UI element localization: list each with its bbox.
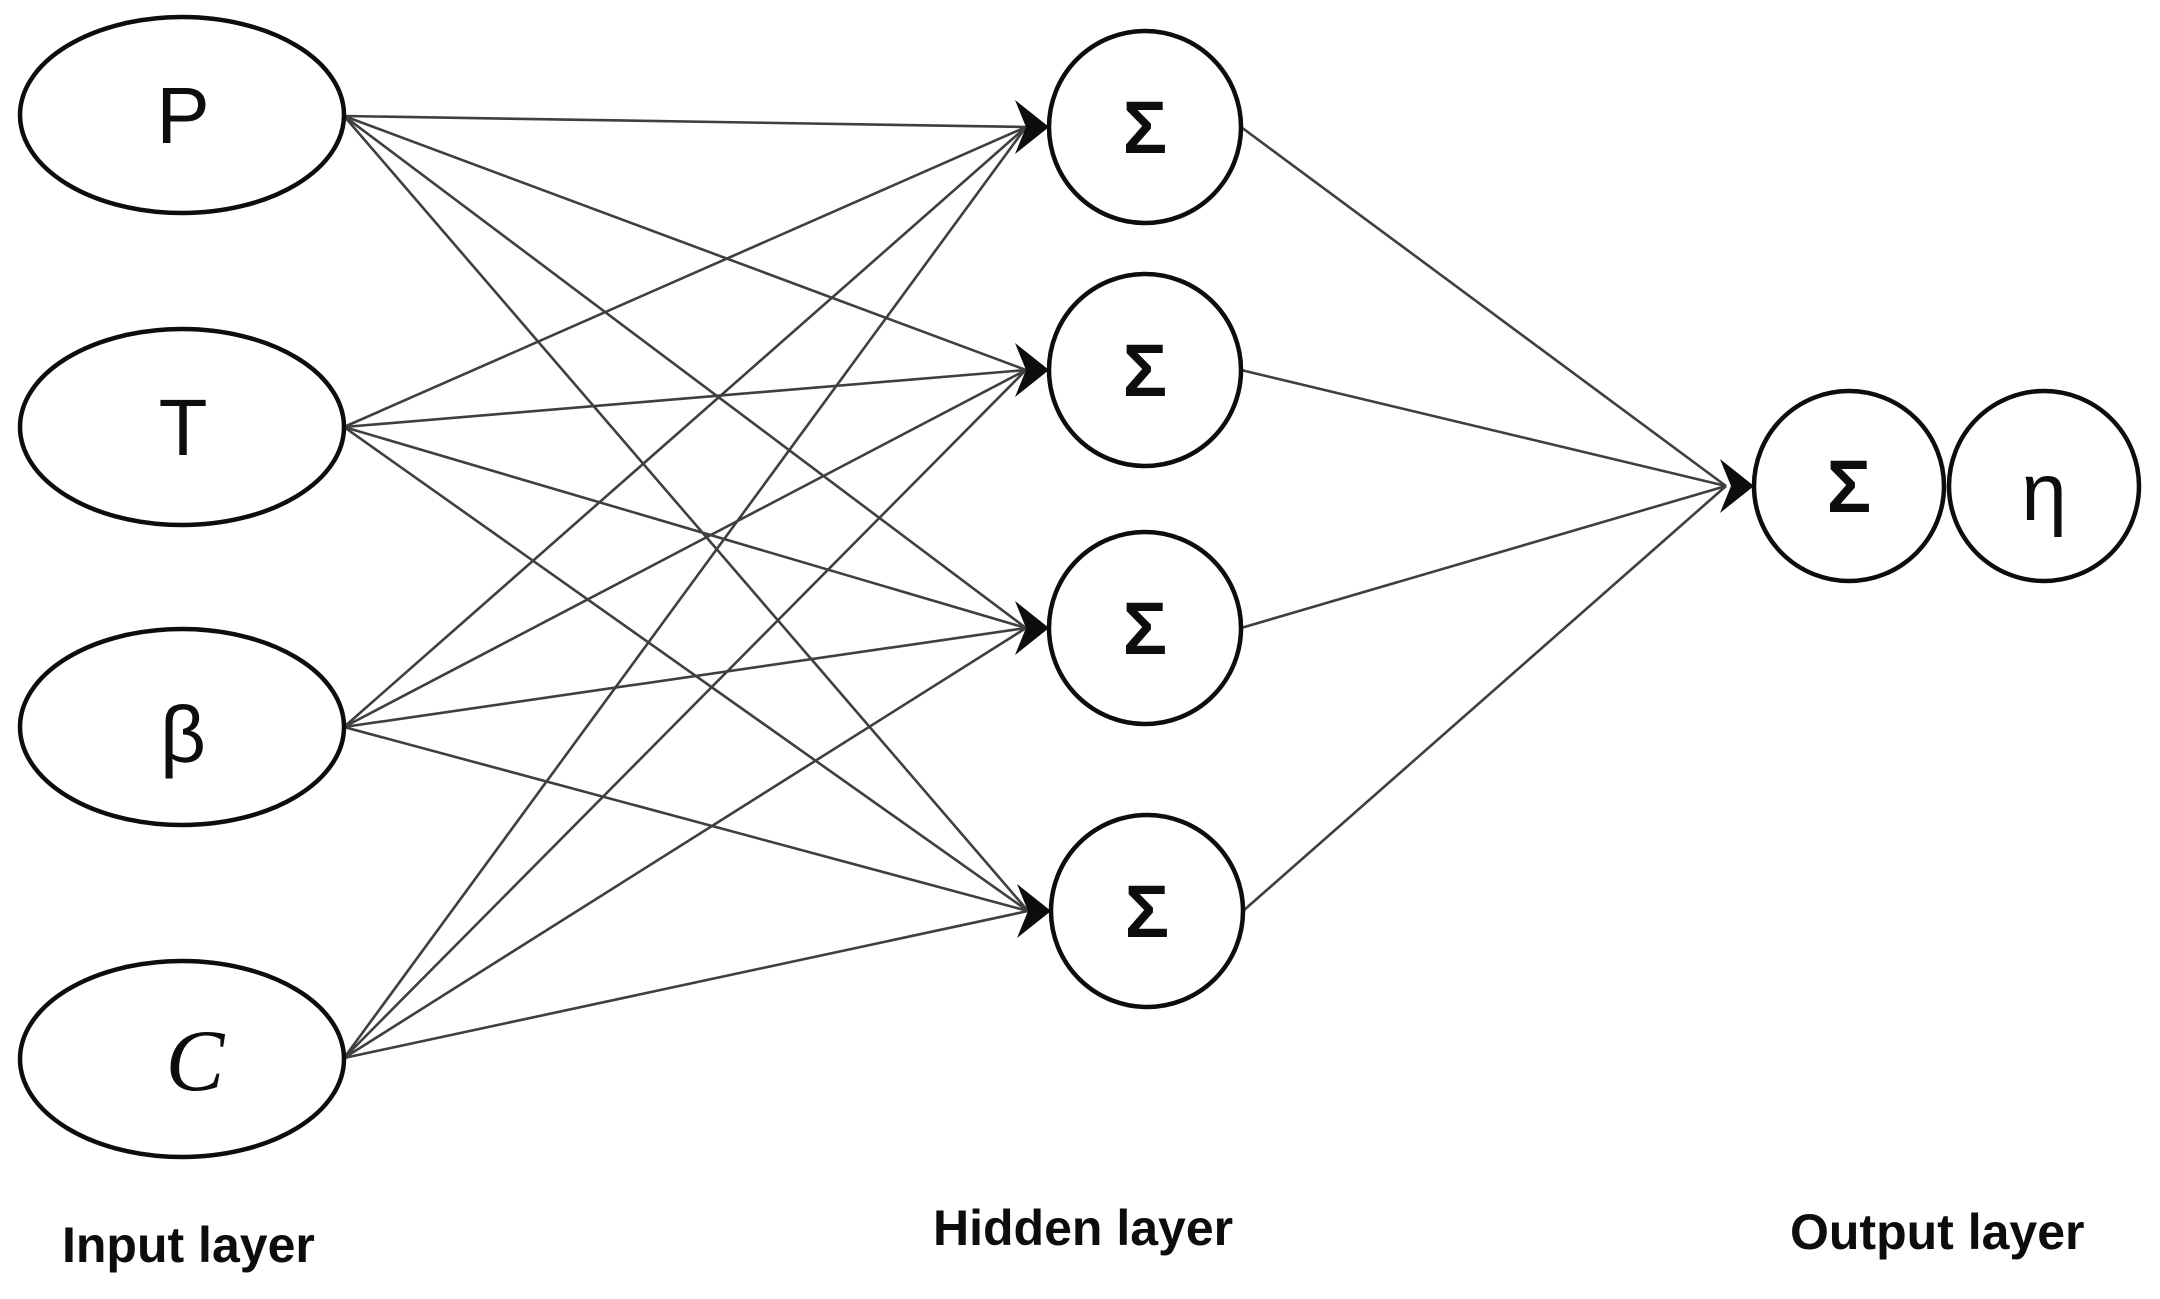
output-node-sum-label: Σ xyxy=(1827,445,1871,528)
input-node-T: T xyxy=(17,326,347,528)
output-node-eta: η xyxy=(1946,388,2142,584)
input-node-beta-shape xyxy=(17,626,347,828)
hidden-layer-caption: Hidden layer xyxy=(933,1200,1233,1256)
edges-input-to-hidden xyxy=(342,114,1029,1060)
input-node-C-shape xyxy=(17,958,347,1160)
edge-T-h3 xyxy=(343,425,1027,630)
edge-C-h4 xyxy=(343,909,1029,1060)
edge-P-h1 xyxy=(343,114,1027,129)
arrowhead-h1 xyxy=(1015,100,1049,154)
input-node-T-label: T xyxy=(159,383,208,472)
hidden-node-2: Σ xyxy=(1046,271,1244,469)
hidden-node-1: Σ xyxy=(1046,28,1244,226)
hidden-node-3: Σ xyxy=(1046,529,1244,727)
arrowhead-h3 xyxy=(1015,601,1049,655)
hidden-node-4-shape xyxy=(1048,812,1246,1010)
edges-hidden-to-output xyxy=(1240,125,1727,912)
edge-C-h1 xyxy=(342,126,1028,1059)
edge-beta-h3 xyxy=(343,626,1027,729)
input-layer-caption: Input layer xyxy=(62,1217,315,1273)
output-layer-caption: Output layer xyxy=(1790,1204,2084,1260)
output-node-sum-shape xyxy=(1751,388,1947,584)
hidden-node-1-shape xyxy=(1046,28,1244,226)
hidden-node-2-shape xyxy=(1046,271,1244,469)
edge-T-h1 xyxy=(343,125,1027,429)
edge-beta-h4 xyxy=(343,725,1029,913)
input-node-C: C xyxy=(17,958,347,1160)
edge-h2-out xyxy=(1240,368,1727,488)
output-node-eta-label: η xyxy=(2021,447,2067,538)
input-node-C-label: C xyxy=(166,1013,226,1110)
edge-h1-out xyxy=(1240,125,1727,488)
arrowhead-h4 xyxy=(1017,884,1051,938)
edge-C-h3 xyxy=(343,626,1027,1060)
arrowhead-output xyxy=(1720,459,1754,513)
edge-P-h3 xyxy=(343,114,1027,630)
edge-T-h4 xyxy=(343,425,1029,913)
edge-h4-out xyxy=(1242,485,1727,912)
input-node-beta-label: β xyxy=(160,690,206,779)
edge-h3-out xyxy=(1240,484,1727,630)
hidden-node-3-label: Σ xyxy=(1123,587,1167,670)
edge-T-h2 xyxy=(343,368,1027,429)
hidden-node-2-label: Σ xyxy=(1123,329,1167,412)
output-node-sum: Σ xyxy=(1751,388,1947,584)
arrowheads xyxy=(1015,100,1754,938)
input-node-T-shape xyxy=(17,326,347,528)
edge-P-h4 xyxy=(343,115,1029,912)
edge-beta-h1 xyxy=(343,126,1027,728)
input-node-P-label: P xyxy=(156,71,209,160)
input-node-beta: β xyxy=(17,626,347,828)
hidden-node-1-label: Σ xyxy=(1123,86,1167,169)
input-node-P-shape xyxy=(17,14,347,216)
hidden-node-4: Σ xyxy=(1048,812,1246,1010)
hidden-node-4-label: Σ xyxy=(1125,870,1169,953)
edge-C-h2 xyxy=(343,369,1027,1059)
hidden-node-3-shape xyxy=(1046,529,1244,727)
input-node-P: P xyxy=(17,14,347,216)
edge-beta-h2 xyxy=(343,368,1027,729)
arrowhead-h2 xyxy=(1015,343,1049,397)
edge-P-h2 xyxy=(343,114,1027,372)
output-node-eta-shape xyxy=(1946,388,2142,584)
